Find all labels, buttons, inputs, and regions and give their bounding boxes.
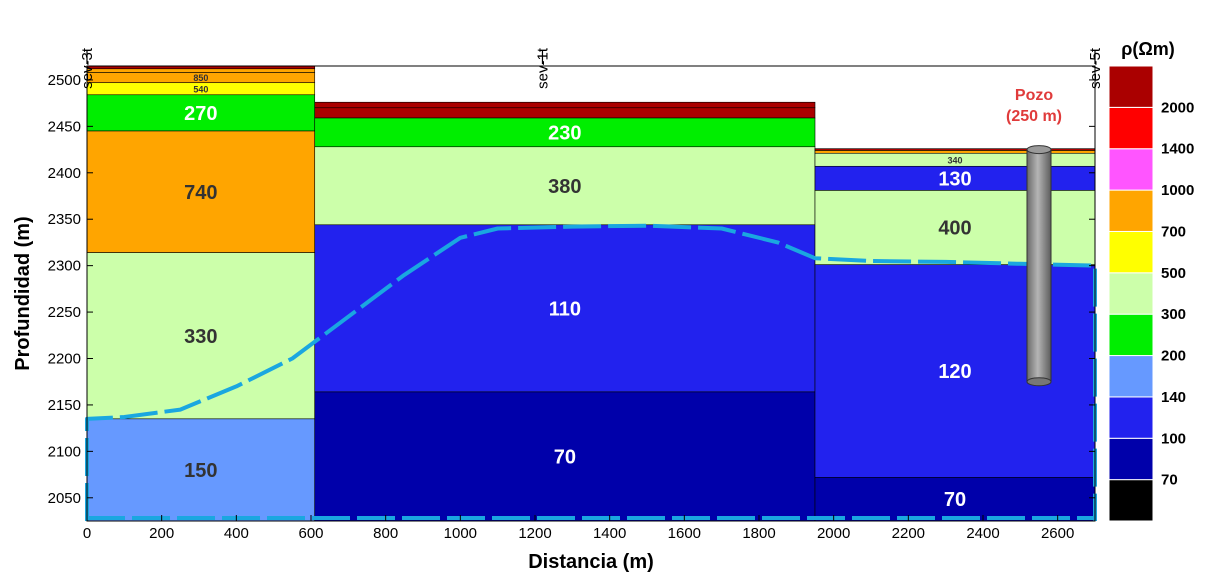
x-tick-label: 1400: [593, 525, 626, 542]
plot-border: [86, 65, 1096, 522]
layer-label: 270: [184, 103, 217, 125]
layer-label: 400: [938, 218, 971, 240]
x-tick-label: 1800: [742, 525, 775, 542]
colorbar-label: 200: [1161, 348, 1186, 365]
colorbar-bin: [1108, 106, 1154, 150]
layer-block: [314, 146, 816, 226]
y-tick-label: 2350: [48, 211, 81, 228]
x-tick-label: 2200: [892, 525, 925, 542]
well-group: Pozo (250 m): [1006, 87, 1062, 387]
boundary-line-group: [85, 223, 1097, 521]
layer-label: 330: [184, 326, 217, 348]
y-tick-label: 2050: [48, 490, 81, 507]
x-tick-label: 200: [149, 525, 174, 542]
colorbar-label: 70: [1161, 472, 1178, 489]
colorbar-bin: [1108, 313, 1154, 357]
colorbar-bin: [1108, 355, 1154, 398]
colorbar-label: 2000: [1161, 99, 1194, 116]
y-tick-label: 2100: [48, 443, 81, 460]
layer-block: [314, 101, 816, 109]
colorbar-bin: [1108, 396, 1154, 439]
colorbar-label: 140: [1161, 389, 1186, 406]
x-tick-label: 600: [298, 525, 323, 542]
colorbar-label: 300: [1161, 306, 1186, 323]
y-tick-label: 2450: [48, 118, 81, 135]
well-bottom: [1026, 377, 1052, 387]
layer-block: [86, 94, 316, 132]
layer-label: 70: [554, 446, 576, 468]
x-tick-label: 1600: [668, 525, 701, 542]
colorbar: 70 100 140 200 300 500 700 1000 1400 2000 ρ(Ωm): [1108, 39, 1194, 522]
sounding-label: sev-5t: [1087, 47, 1104, 89]
x-tick-label: 400: [224, 525, 249, 542]
layer-label: 740: [184, 182, 217, 204]
colorbar-bin: [1108, 272, 1154, 315]
layer-label: 110: [549, 298, 581, 320]
layer-label: 130: [938, 168, 971, 190]
sounding-label: sev-3t: [79, 47, 96, 89]
x-tick-label: 800: [373, 525, 398, 542]
layer-label: 850: [193, 73, 208, 83]
colorbar-bin: [1108, 479, 1154, 522]
x-tick-label: 1000: [444, 525, 477, 542]
x-axis-title: Distancia (m): [528, 551, 654, 573]
well-top: [1026, 145, 1052, 155]
layer-block: [314, 224, 816, 393]
plot-frame: [86, 65, 1096, 522]
y-tick-label: 2300: [48, 258, 81, 275]
well-body: [1026, 149, 1052, 383]
layer-label: 120: [938, 361, 971, 383]
colorbar-label: 500: [1161, 265, 1186, 282]
layer-label: 230: [548, 122, 581, 144]
y-tick-label: 2500: [48, 72, 81, 89]
colorbar-bin: [1108, 65, 1154, 108]
layer-block: [314, 391, 816, 522]
colorbar-label: 100: [1161, 430, 1186, 447]
axes: 0 200 400 600 800 1000 1200 1400 1600 1800 2000 220…: [12, 47, 1104, 573]
y-tick-label: 2200: [48, 351, 81, 368]
colorbar-bin: [1108, 148, 1154, 191]
x-tick-label: 2400: [966, 525, 999, 542]
y-tick-label: 2400: [48, 165, 81, 182]
layer-label: 380: [548, 176, 581, 198]
colorbar-bin: [1108, 189, 1154, 232]
layer-block: [86, 68, 316, 73]
x-tick-label: 1200: [518, 525, 551, 542]
colorbar-bin: [1108, 230, 1154, 274]
well-depth-label: (250 m): [1006, 108, 1062, 125]
layer-block: [86, 130, 316, 253]
well-label: Pozo: [1015, 87, 1053, 104]
colorbar-bin: [1108, 437, 1154, 481]
layer-label: 150: [184, 460, 217, 482]
layer-block: [814, 477, 1096, 522]
layer-label: 70: [944, 489, 966, 511]
y-tick-label: 2250: [48, 304, 81, 321]
x-tick-label: 2600: [1041, 525, 1074, 542]
layer-block: [814, 150, 1096, 154]
y-axis-title: Profundidad (m): [12, 216, 34, 370]
colorbar-label: 700: [1161, 223, 1186, 240]
colorbar-label: 1400: [1161, 141, 1194, 158]
layer-block: [86, 252, 316, 420]
colorbar-label: 1000: [1161, 182, 1194, 199]
sounding-label: sev-1t: [534, 47, 551, 89]
layer-block: [314, 117, 816, 148]
layer-label: 340: [947, 155, 962, 165]
layer-label: 540: [193, 84, 208, 94]
x-tick-label: 2000: [817, 525, 850, 542]
colorbar-title: ρ(Ωm): [1121, 39, 1175, 59]
y-tick-label: 2150: [48, 397, 81, 414]
layer-block: [314, 107, 816, 119]
x-tick-label: 0: [83, 525, 91, 542]
boundary-line: [85, 223, 1097, 521]
layer-blocks: [86, 65, 1096, 522]
